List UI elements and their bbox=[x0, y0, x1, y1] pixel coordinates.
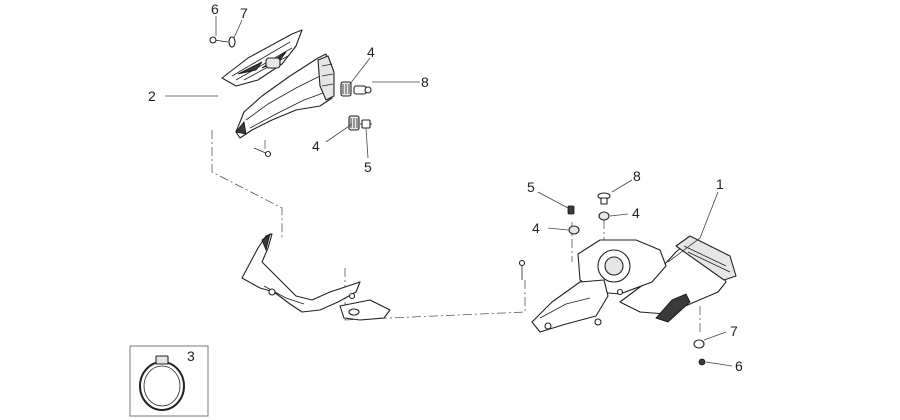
callout-5-upper: 5 bbox=[364, 159, 372, 175]
side-fairing-lower-part-1 bbox=[531, 235, 737, 333]
callout-labels: 6 7 2 4 8 4 5 5 8 1 4 4 3 7 6 bbox=[148, 1, 743, 374]
callout-3: 3 bbox=[187, 348, 195, 364]
callout-4-upper: 4 bbox=[367, 44, 375, 60]
inner-bracket bbox=[241, 233, 391, 321]
callout-4-lower-left: 4 bbox=[312, 138, 320, 154]
callout-7-upper: 7 bbox=[240, 5, 248, 21]
callout-4-right-right: 4 bbox=[632, 205, 640, 221]
leader-lines bbox=[165, 16, 733, 367]
side-fairing-upper-part-2 bbox=[221, 29, 335, 139]
callout-5-right: 5 bbox=[527, 179, 535, 195]
callout-7-lower: 7 bbox=[730, 323, 738, 339]
callout-8-right: 8 bbox=[633, 168, 641, 184]
callout-8-upper: 8 bbox=[421, 74, 429, 90]
hose-clamp-inset bbox=[129, 345, 209, 417]
assembly-guide-lines bbox=[211, 130, 701, 332]
callout-1: 1 bbox=[716, 176, 724, 192]
callout-2: 2 bbox=[148, 88, 156, 104]
right-side-fasteners bbox=[518, 192, 706, 366]
callout-6-lower: 6 bbox=[735, 358, 743, 374]
callout-6-upper: 6 bbox=[211, 1, 219, 17]
callout-4-right-left: 4 bbox=[532, 220, 540, 236]
upper-left-fasteners bbox=[209, 36, 372, 158]
